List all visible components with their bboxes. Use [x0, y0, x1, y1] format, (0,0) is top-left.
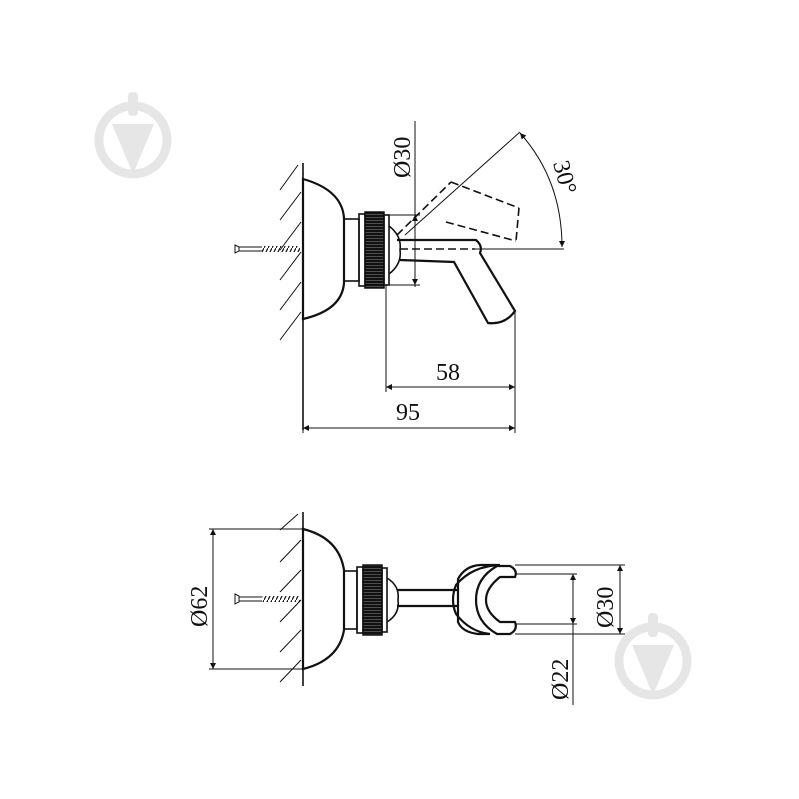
dim-58-label: 58: [436, 360, 460, 386]
knurled-nut: [362, 564, 383, 636]
holder-outer-diameter-label: Ø30: [593, 587, 619, 628]
tilted-position-outline: [396, 181, 520, 250]
trowel-logo-icon: [94, 92, 172, 179]
angle-label: 30°: [547, 158, 581, 197]
top-view: Ø62 Ø30 Ø22: [187, 512, 625, 705]
dim-95-label: 95: [396, 400, 420, 426]
flange-diameter-label: Ø62: [187, 586, 213, 627]
holder-inner-diameter-label: Ø22: [548, 659, 574, 700]
knurled-nut: [364, 211, 385, 289]
trowel-logo-icon: [614, 613, 692, 700]
side-view: 30° Ø30 58 95: [234, 121, 581, 433]
wall-hatch: [279, 163, 304, 430]
screw-icon: [234, 593, 300, 605]
screw-icon: [234, 244, 300, 254]
outlet-diameter-label: Ø30: [390, 137, 416, 178]
